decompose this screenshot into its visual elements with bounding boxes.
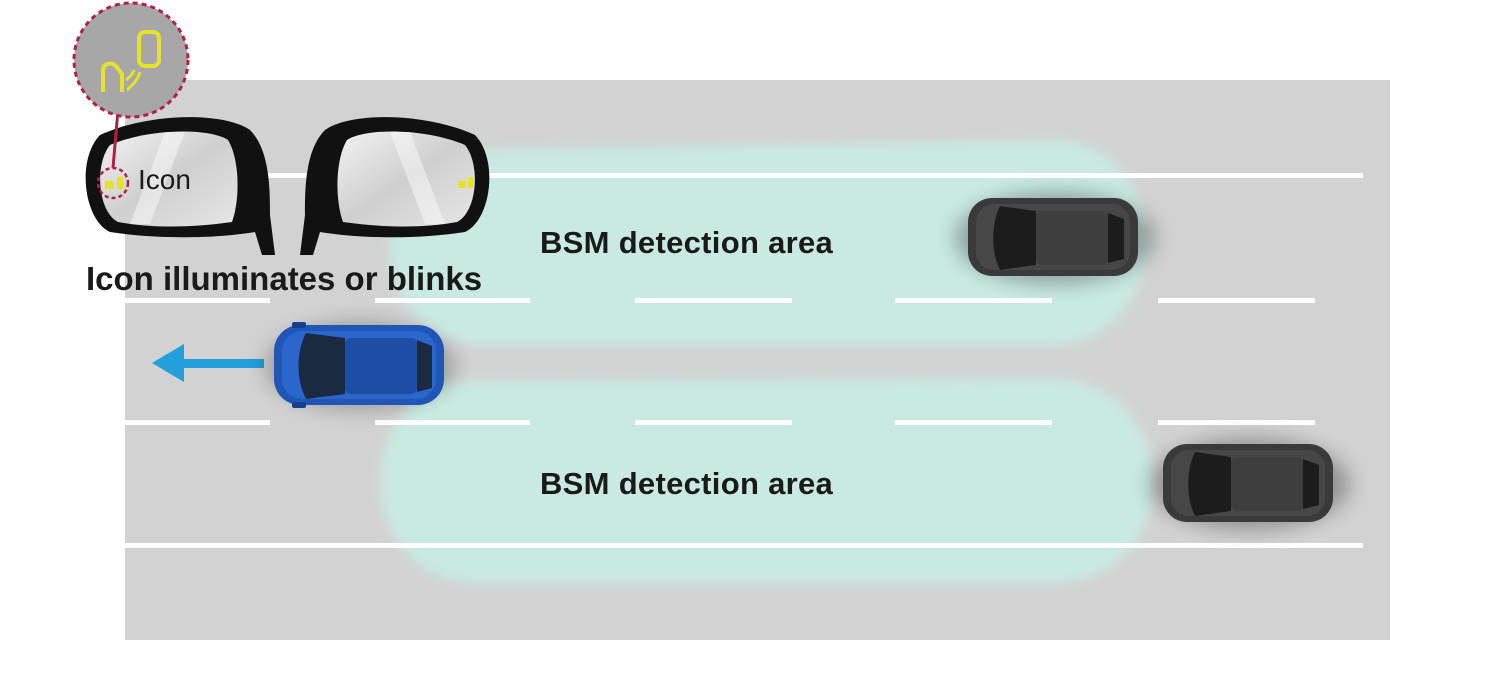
other-car-upper [955, 192, 1155, 284]
lane-dash [895, 298, 1052, 303]
lane-dash [635, 420, 792, 425]
lane-dash [375, 420, 530, 425]
detection-zone-lower [380, 378, 1154, 583]
left-side-mirror [85, 117, 275, 256]
detection-zone-upper [390, 140, 1147, 345]
mirror-icon-label: Icon [138, 164, 191, 195]
bsm-indicator-icon [101, 30, 161, 92]
arrow-left-icon [152, 344, 264, 382]
lane-dash [895, 420, 1052, 425]
bsm-indicator-icon [458, 177, 473, 188]
upper-zone-label: BSM detection area [540, 225, 834, 260]
indicator-caption: Icon illuminates or blinks [86, 260, 483, 297]
icon-magnifier-callout [72, 1, 190, 119]
lane-dash [635, 298, 792, 303]
lane-edge-bottom [125, 543, 1363, 548]
lane-dash [125, 298, 270, 303]
lane-dash [125, 420, 270, 425]
ego-car [265, 322, 455, 410]
lane-edge-top [125, 173, 1363, 178]
lane-dash [375, 298, 530, 303]
bsm-indicator-icon [105, 177, 123, 189]
right-side-mirror [300, 117, 490, 256]
lane-markings [125, 173, 1363, 548]
lower-zone-label: BSM detection area [540, 466, 834, 501]
other-car-lower [1150, 438, 1350, 530]
lane-dash [1158, 420, 1315, 425]
callout-leader [111, 109, 120, 169]
lane-dash [1158, 298, 1315, 303]
